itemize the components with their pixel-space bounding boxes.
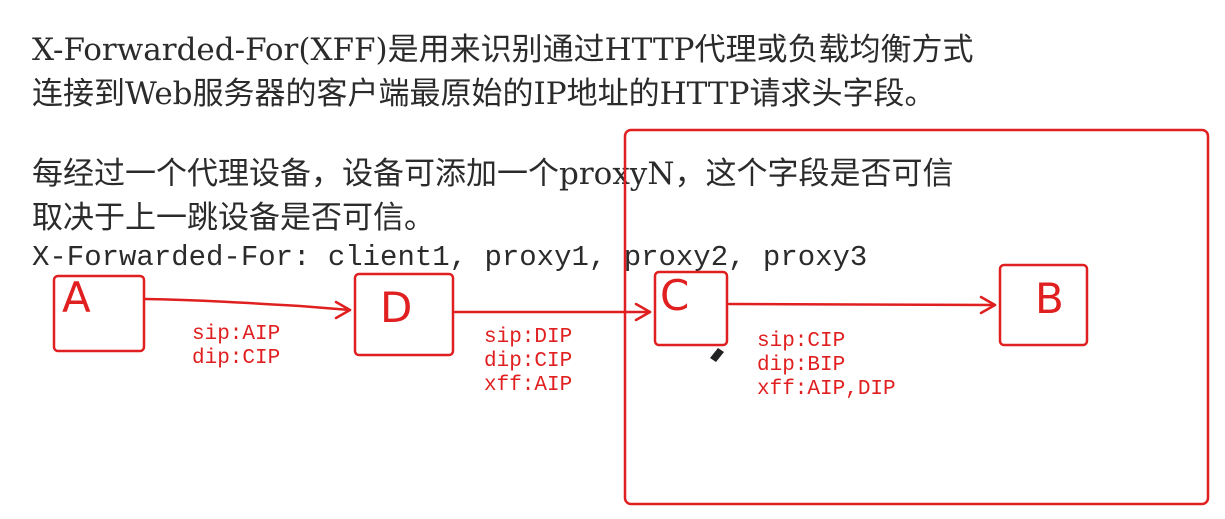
node-d-label: D	[380, 283, 412, 332]
node-a-box	[52, 274, 146, 353]
intro-line-3: 每经过一个代理设备，设备可添加一个proxyN，这个字段是否可信	[32, 156, 954, 192]
pen-cursor-icon	[710, 348, 724, 362]
arrow-c-to-b-head	[979, 295, 997, 315]
intro-line-2: 连接到Web服务器的客户端最原始的IP地址的HTTP请求头字段。	[32, 76, 936, 112]
hop-c-b-notes: sip:CIP dip:BIP xff:AIP,DIP	[757, 330, 896, 402]
intro-line-4: 取决于上一跳设备是否可信。	[32, 200, 435, 236]
arrow-d-to-c-head	[634, 302, 652, 322]
node-b-label: B	[1035, 274, 1064, 323]
hop-a-d-notes: sip:AIP dip:CIP	[192, 323, 280, 371]
hop-a-d-sip: sip:AIP	[192, 323, 281, 346]
hop-a-d-dip: dip:CIP	[192, 347, 281, 370]
hop-d-c-notes: sip:DIP dip:CIP xff:AIP	[484, 326, 572, 398]
hop-d-c-dip: dip:CIP	[484, 350, 573, 373]
node-c-box	[653, 270, 729, 347]
xff-example-header: X-Forwarded-For: client1, proxy1, proxy2…	[32, 241, 868, 274]
arrow-a-to-d-head	[334, 300, 352, 320]
arrow-a-to-d	[143, 297, 352, 312]
arrow-c-to-b	[727, 302, 997, 307]
node-b-box	[998, 263, 1089, 347]
node-a-label: A	[62, 273, 91, 322]
hop-c-b-sip: sip:CIP	[757, 330, 846, 353]
trust-boundary-box	[623, 128, 1210, 506]
hop-c-b-xff: xff:AIP,DIP	[757, 378, 896, 401]
node-c-label: C	[660, 271, 689, 320]
hop-d-c-xff: xff:AIP	[484, 374, 573, 397]
hop-d-c-sip: sip:DIP	[484, 326, 573, 349]
node-d-box	[353, 272, 455, 357]
intro-line-1: X-Forwarded-For(XFF)是用来识别通过HTTP代理或负载均衡方式	[32, 32, 974, 68]
hop-c-b-dip: dip:BIP	[757, 354, 846, 377]
